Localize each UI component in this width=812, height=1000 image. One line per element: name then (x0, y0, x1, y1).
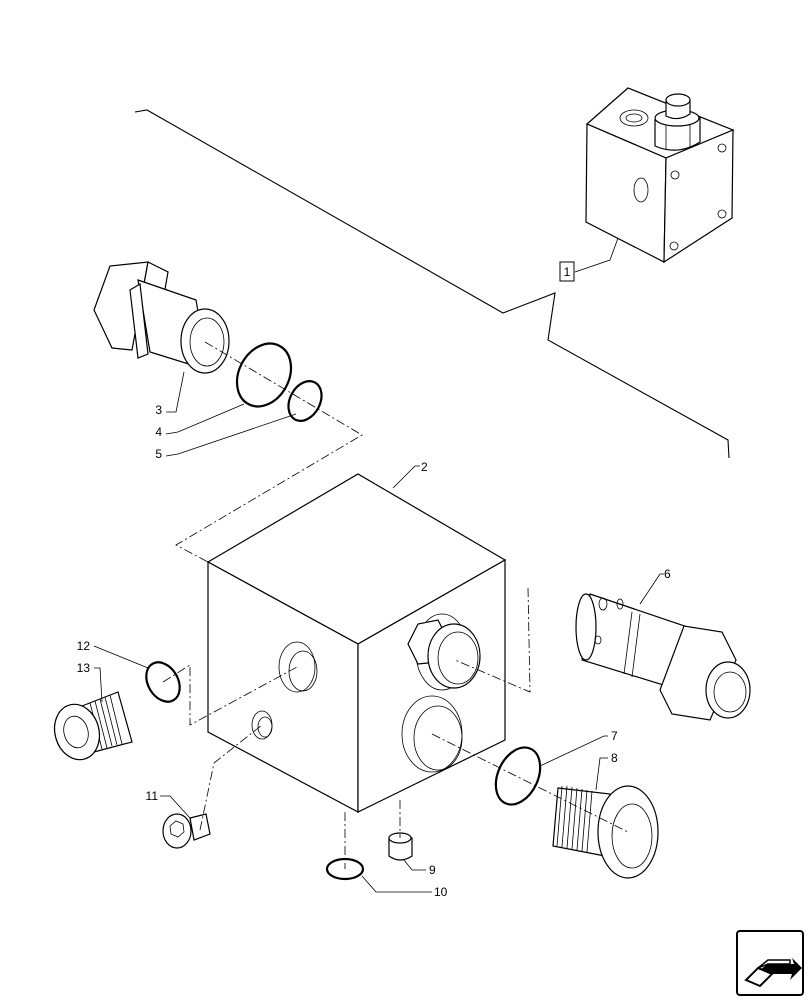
o-ring (235, 342, 293, 408)
callout-label: 5 (155, 447, 162, 461)
callout-label: 6 (664, 567, 671, 581)
hex-socket-plug (162, 813, 211, 849)
o-ring (494, 746, 542, 806)
reference-valve-assembly (585, 87, 735, 264)
callout-label: 8 (611, 751, 618, 765)
center-lines (162, 341, 629, 869)
callout-1: 1 (559, 261, 575, 282)
callout-label: 1 (564, 265, 571, 279)
callout-label: 4 (155, 425, 162, 439)
straight-fitting (93, 261, 230, 374)
callout-label: 7 (611, 729, 618, 743)
callout-label: 13 (77, 661, 91, 675)
callout-label: 3 (155, 403, 162, 417)
next-page-arrow-icon[interactable] (736, 930, 804, 996)
valve-block (206, 473, 507, 813)
callout-label: 11 (146, 789, 159, 803)
threaded-plug-small (53, 691, 133, 761)
callout-label: 10 (434, 885, 448, 899)
cartridge-valve (575, 593, 751, 721)
break-line (134, 109, 730, 459)
dowel-pin (388, 832, 413, 861)
leader-lines (93, 237, 664, 893)
callout-label: 12 (77, 639, 91, 653)
threaded-plug-large (552, 785, 659, 879)
callout-label: 2 (421, 460, 428, 474)
callout-label: 9 (429, 863, 436, 877)
o-ring (287, 380, 323, 422)
o-ring (145, 661, 181, 703)
